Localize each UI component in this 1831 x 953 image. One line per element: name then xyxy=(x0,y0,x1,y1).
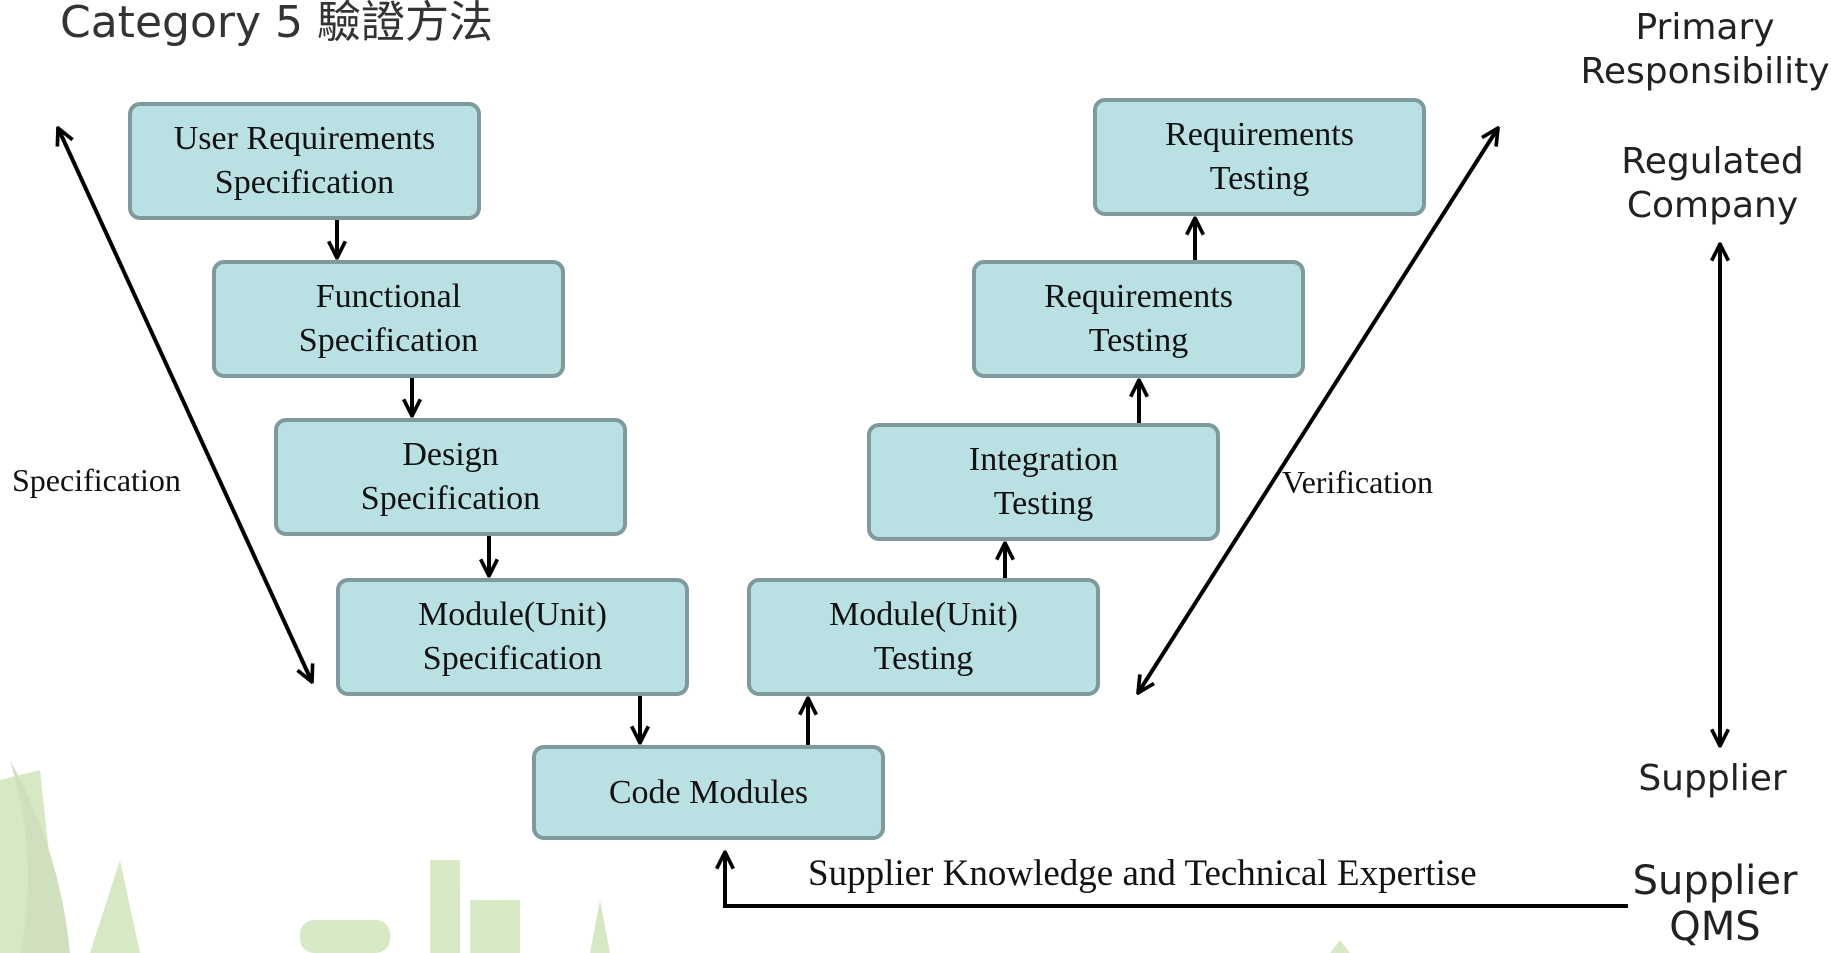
label-line2: Company xyxy=(1626,185,1799,226)
box-label-line1: Integration xyxy=(968,441,1119,478)
supplier-knowledge-label: Supplier Knowledge and Technical Experti… xyxy=(808,853,1477,894)
box-label-line1: Module(Unit) xyxy=(829,596,1018,633)
box-label-line2: Specification xyxy=(298,322,479,359)
header-line2: Responsibility xyxy=(1580,51,1830,92)
primary-responsibility-header: Primary Responsibility xyxy=(1580,6,1830,94)
box-label-line2: Testing xyxy=(873,640,974,677)
page-title: Category 5 驗證方法 xyxy=(60,0,493,48)
box-label-line1: Functional xyxy=(315,278,462,315)
box-label-line2: Specification xyxy=(422,640,603,677)
supplier-qms-label: Supplier QMS xyxy=(1620,858,1810,950)
box-label-line2: Testing xyxy=(993,485,1094,522)
box-label-line1: Design xyxy=(402,436,499,473)
module-unit-specification-box: Module(Unit) Specification xyxy=(336,578,689,696)
box-label-line2: Specification xyxy=(360,480,541,517)
specification-diagonal-arrow xyxy=(58,128,312,682)
label-line1: Regulated xyxy=(1621,141,1804,182)
supplier-label: Supplier xyxy=(1638,758,1787,799)
box-label: Code Modules xyxy=(608,773,809,811)
label-line1: Supplier xyxy=(1632,858,1798,904)
label-line2: QMS xyxy=(1669,904,1761,950)
code-modules-box: Code Modules xyxy=(532,745,885,840)
supplier-knowledge-arrow xyxy=(725,852,1628,908)
regulated-company-label: Regulated Company xyxy=(1600,140,1825,228)
header-line1: Primary xyxy=(1635,7,1775,48)
box-label-line1: Module(Unit) xyxy=(418,596,607,633)
verification-diagonal-arrow xyxy=(1138,128,1498,693)
module-unit-testing-box: Module(Unit) Testing xyxy=(747,578,1100,696)
